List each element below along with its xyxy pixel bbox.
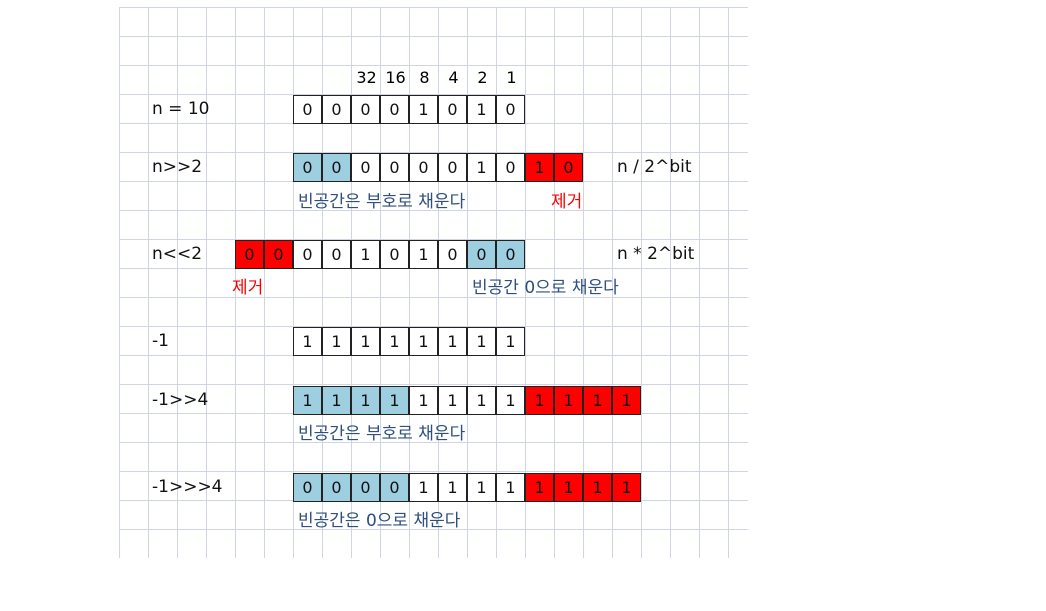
bit-cell: 1	[351, 240, 380, 269]
bit-cell: 1	[467, 473, 496, 502]
weight-label: 2	[477, 68, 488, 87]
bit-cell: 0	[409, 153, 438, 182]
weight-label: 16	[385, 68, 406, 87]
bit-cell: 0	[496, 240, 525, 269]
weight-label: 1	[506, 68, 517, 87]
bit-cell: 1	[467, 386, 496, 415]
bit-cell: 1	[525, 473, 554, 502]
note-removed: 제거	[232, 278, 264, 298]
bit-cell: 0	[322, 95, 351, 124]
row-label-n10: n = 10	[152, 99, 210, 119]
bit-cell: 1	[380, 327, 409, 356]
note-fill-sign: 빈공간은 부호로 채운다	[298, 192, 466, 212]
bit-cell: 0	[293, 95, 322, 124]
bit-cell: 0	[467, 240, 496, 269]
bit-cell: 1	[496, 473, 525, 502]
bit-cell: 0	[264, 240, 293, 269]
bit-cell: 0	[380, 95, 409, 124]
bit-cell: 1	[380, 386, 409, 415]
bit-cell: 1	[438, 327, 467, 356]
bit-cell: 0	[496, 153, 525, 182]
bit-cell: 0	[554, 153, 583, 182]
bit-cell: 1	[409, 473, 438, 502]
bit-cell: 1	[409, 240, 438, 269]
bit-cell: 0	[322, 240, 351, 269]
bit-cell: 1	[351, 327, 380, 356]
note-fill-sign: 빈공간은 부호로 채운다	[298, 424, 466, 444]
bit-cell: 0	[380, 240, 409, 269]
row-label-n-shl2: n<<2	[152, 244, 203, 264]
bit-cell: 0	[351, 153, 380, 182]
bit-cell: 1	[467, 153, 496, 182]
bit-cell: 0	[322, 473, 351, 502]
note-fill-zero: 빈공간 0으로 채운다	[472, 278, 619, 298]
bit-cell: 0	[496, 95, 525, 124]
bit-cell: 1	[554, 473, 583, 502]
bit-cell: 0	[438, 95, 467, 124]
bit-cell: 1	[612, 386, 641, 415]
bit-cell: 0	[380, 473, 409, 502]
bit-cell: 0	[438, 240, 467, 269]
row-label-n-shr2: n>>2	[152, 157, 203, 177]
bit-cell: 0	[293, 473, 322, 502]
bit-cell: 0	[380, 153, 409, 182]
bit-cell: 1	[293, 386, 322, 415]
weight-label: 32	[356, 68, 377, 87]
bit-cell: 1	[322, 386, 351, 415]
weight-label: 4	[448, 68, 459, 87]
bit-cell: 1	[583, 386, 612, 415]
bit-cell: 1	[554, 386, 583, 415]
note-removed: 제거	[551, 192, 583, 212]
bit-cell: 1	[438, 386, 467, 415]
formula-divide: n / 2^bit	[617, 157, 692, 177]
bit-cell: 1	[322, 327, 351, 356]
row-label-minus1-ushr4: -1>>>4	[152, 477, 223, 497]
bit-cell: 1	[293, 327, 322, 356]
bit-cell: 1	[467, 327, 496, 356]
weight-label: 8	[419, 68, 430, 87]
bit-cell: 0	[351, 473, 380, 502]
bit-cell: 1	[525, 153, 554, 182]
row-label-minus1: -1	[152, 331, 169, 351]
bit-cell: 0	[293, 153, 322, 182]
bit-cell: 0	[293, 240, 322, 269]
bit-cell: 1	[525, 386, 554, 415]
bit-cell: 1	[409, 327, 438, 356]
bit-cell: 0	[438, 153, 467, 182]
bit-cell: 1	[351, 386, 380, 415]
bit-cell: 1	[496, 386, 525, 415]
note-fill-zero: 빈공간은 0으로 채운다	[298, 511, 461, 531]
bit-cell: 1	[409, 386, 438, 415]
formula-multiply: n * 2^bit	[617, 244, 695, 264]
bit-cell: 0	[351, 95, 380, 124]
bit-cell: 1	[409, 95, 438, 124]
bit-cell: 1	[496, 327, 525, 356]
bit-cell: 1	[467, 95, 496, 124]
bit-cell: 1	[583, 473, 612, 502]
bit-cell: 1	[438, 473, 467, 502]
bit-cell: 0	[322, 153, 351, 182]
row-label-minus1-shr4: -1>>4	[152, 390, 209, 410]
bit-cell: 1	[612, 473, 641, 502]
bit-cell: 0	[235, 240, 264, 269]
